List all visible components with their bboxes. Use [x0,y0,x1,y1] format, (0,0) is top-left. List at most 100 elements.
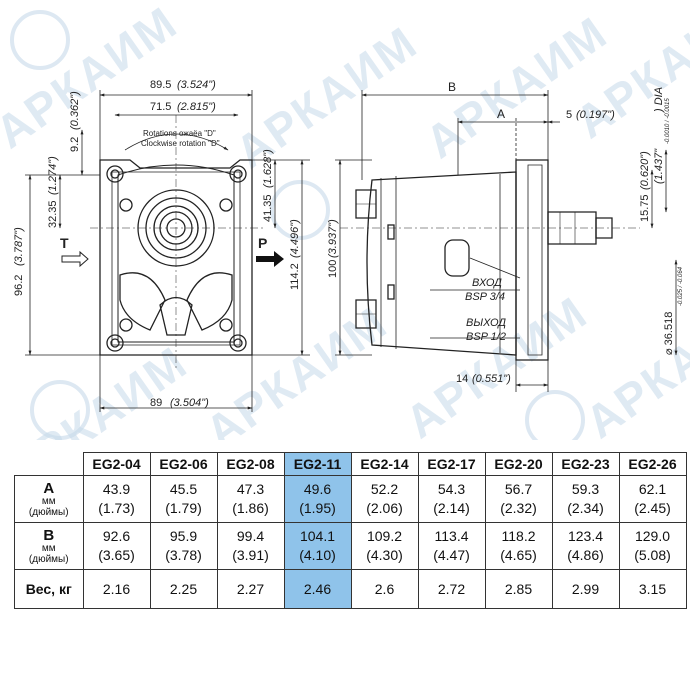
cell-in: (4.65) [500,547,537,563]
cell-mm: 129.0 [634,528,671,544]
dim-shaft-5-inch: (0.197") [576,109,615,121]
table-cell: 43.9 (1.73) [82,475,151,523]
table-cell: 54.3(2.14) [417,475,486,523]
watermark-text: АРКАИМ [196,296,397,440]
cell-in: (5.08) [634,547,671,563]
dim-32: 32.35 [47,200,59,228]
dim-width-outer-inch: (3.524") [177,79,216,91]
table-cell: 45.5(1.79) [149,475,218,523]
cell-in: (4.10) [299,547,336,563]
dim-len-a: A [497,107,505,121]
model-header: EG2-04 [82,452,151,476]
table-header-row: EG2-04 EG2-06 EG2-08 EG2-11 EG2-14 EG2-1… [14,452,687,476]
watermark-text: АРКАИМ [0,336,197,440]
model-header: EG2-17 [417,452,486,476]
cell-mm: 118.2 [501,528,536,544]
cell-mm: 49.6 [303,481,332,497]
dim-base-width-inch: (3.504") [170,397,209,409]
table-cell: 99.4 (3.91) [216,522,285,570]
rotation-label-ru: Rotations ожаёа "D" [143,129,216,138]
dim-100: 100 [327,260,339,278]
row-label-b-unit-alt: (дюймы) [28,553,69,565]
cell-mm: 45.5 [169,481,198,497]
table-cell: 2.99 [551,569,620,609]
dim-width-bolt: 71.5 [150,101,171,113]
table-cell: 62.1 (2.45) [618,475,687,523]
pump-side-view [340,159,640,361]
table-cell: 52.2(2.06) [350,475,419,523]
dim-shaft-dia: (1.437" [653,148,665,184]
spec-table: EG2-04 EG2-06 EG2-08 EG2-11 EG2-14 EG2-1… [14,452,687,609]
row-label-a: A мм (дюймы) [14,475,84,523]
row-label-a-unit-alt: (дюймы) [28,506,69,518]
dim-100-inch: (3.937") [327,219,339,258]
watermark-text: АРКАИМ [576,286,690,440]
table-cell: 2.85 [484,569,553,609]
watermark-text: АРКАИМ [226,16,427,178]
row-label-a-unit: мм [41,495,56,507]
outlet-label: ВЫХОД [466,317,506,329]
cell-in: (4.86) [567,547,604,563]
dim-pilot-dia: ⌀ 36.518 [663,312,675,355]
table-cell: 2.72 [417,569,486,609]
model-header-highlighted: EG2-11 [283,452,352,476]
dim-flange-14-inch: (0.551") [472,373,511,385]
cell-mm: 59.3 [571,481,600,497]
table-cell-highlighted: 104.1 (4.10) [283,522,352,570]
table-cell: 2.27 [216,569,285,609]
port-arrows [61,250,284,268]
watermark-layer: АРКАИМ АРКАИМ АРКАИМ АРКАИМ АРКАИМ АРКАИ… [0,0,690,440]
dim-len-b: B [448,80,456,94]
dim-114-inch: (4.496") [289,219,301,258]
cell-in: (3.91) [232,547,269,563]
table-cell: 2.16 [82,569,151,609]
cell-mm: 43.9 [102,481,131,497]
cell-mm: 99.4 [236,528,265,544]
inlet-label: ВХОД [472,277,502,289]
dim-flange-14: 14 [456,373,468,385]
dim-pilot-dia-tol: -0.025 / -0.064 [678,266,684,306]
dim-top-offset: 9.2 [69,137,81,152]
table-cell: 47.3(1.86) [216,475,285,523]
cell-mm: 95.9 [169,528,198,544]
dim-96-inch: (3.787") [13,227,25,266]
dim-41: 41.35 [262,194,274,222]
cell-in: (2.45) [634,500,671,516]
cell-mm: 113.4 [434,528,469,544]
cell-mm: 56.7 [504,481,533,497]
outlet-thread: BSP 1/2 [466,331,506,343]
table-cell-highlighted: 49.6 (1.95) [283,475,352,523]
row-label-weight: Вес, кг [14,569,84,609]
table-row-b: B мм (дюймы) 92.6(3.65) 95.9(3.78) 99.4(… [14,522,687,570]
dim-shaft-1575-inch: (0.620") [639,151,651,190]
table-cell: 2.6 [350,569,419,609]
cell-in: (1.73) [98,500,135,516]
dim-width-bolt-inch: (2.815") [177,101,216,113]
dim-41-inch: (1.628") [262,149,274,188]
cell-in: (4.47) [433,547,470,563]
cell-mm: 104.1 [299,528,336,544]
dim-32-inch: (1.274") [47,156,59,195]
row-label-b-unit: мм [41,542,56,554]
rotation-label-en: Clockwise rotation "D" [141,139,220,148]
table-cell: 109.2(4.30) [350,522,419,570]
inlet-thread: BSP 3/4 [465,291,505,303]
cell-mm: 54.3 [437,481,466,497]
dim-shaft-5: 5 [566,109,572,121]
dim-top-offset-inch: (0.362") [69,91,81,130]
model-header: EG2-14 [350,452,419,476]
cell-in: (1.95) [299,500,336,516]
cell-mm: 47.3 [236,481,265,497]
table-cell: 118.2 (4.65) [484,522,553,570]
watermark-text: АРКАИМ [396,286,597,440]
cell-mm: 52.2 [370,481,399,497]
side-dimensions [335,90,678,392]
cell-in: (3.65) [98,547,135,563]
cell-mm: 62.1 [638,481,667,497]
table-cell: 95.9(3.78) [149,522,218,570]
row-label-a-letter: A [43,479,55,497]
cell-mm: 123.4 [567,528,604,544]
dim-shaft-dia-tol: -0.0010 / -0.0015 [665,98,671,144]
row-label-b-letter: B [43,526,55,544]
table-cell: 123.4 (4.86) [551,522,620,570]
